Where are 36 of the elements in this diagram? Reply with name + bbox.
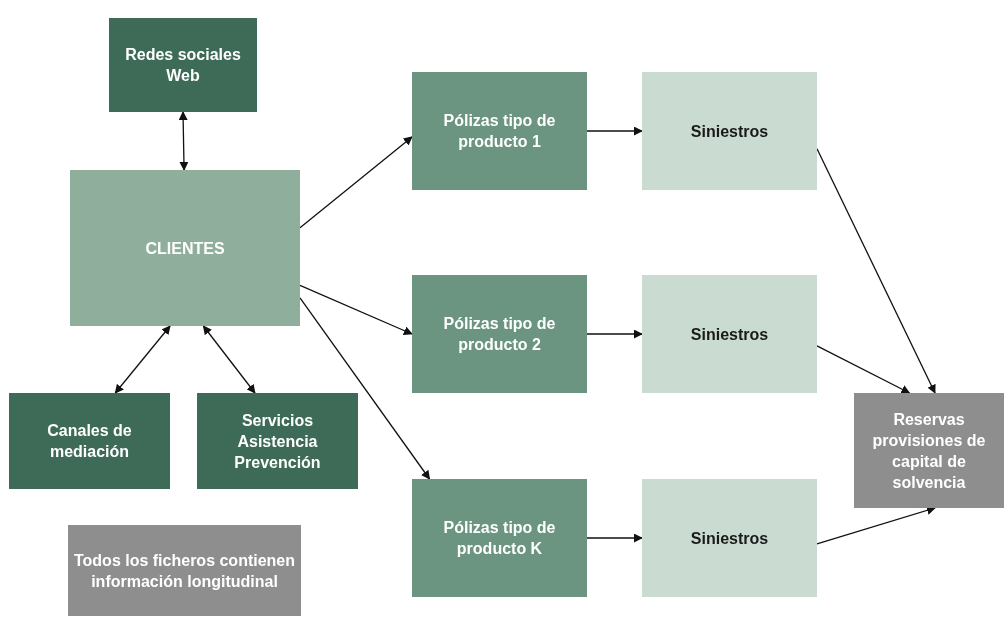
process-box <box>642 479 817 597</box>
box-label: Todos los ficheros contienen información longitudinal <box>72 550 297 592</box>
process-box <box>412 479 587 597</box>
arrow <box>299 284 413 335</box>
box-label: Pólizas tipo de producto 2 <box>442 314 557 355</box>
note-box <box>68 525 301 616</box>
process-box <box>854 393 1004 508</box>
arrow <box>178 111 189 171</box>
box-label: CLIENTES <box>145 238 225 259</box>
process-box <box>197 393 358 489</box>
process-box <box>412 275 587 393</box>
arrow <box>299 136 413 229</box>
process-box <box>412 72 587 190</box>
box-label: Servicios Asistencia Prevención <box>233 410 322 473</box>
process-box <box>70 170 300 326</box>
box-label: Redes sociales Web <box>124 45 242 86</box>
box-label: Siniestros <box>690 121 769 142</box>
box-label: Pólizas tipo de producto 1 <box>442 111 557 152</box>
arrow <box>816 345 911 394</box>
box-label: Siniestros <box>690 324 769 345</box>
process-box <box>642 72 817 190</box>
process-box <box>109 18 257 112</box>
box-label: Pólizas tipo de producto K <box>442 518 557 559</box>
box-label: Siniestros <box>690 528 769 549</box>
arrow <box>816 148 936 394</box>
arrow <box>299 297 431 480</box>
process-box <box>9 393 170 489</box>
arrow <box>586 533 643 543</box>
arrow <box>202 325 256 394</box>
box-label: Canales de mediación <box>46 421 133 462</box>
arrow <box>586 126 643 136</box>
arrow <box>114 325 171 394</box>
arrow <box>586 329 643 339</box>
box-label: Reservas provisiones de capital de solvencia <box>871 409 987 493</box>
arrow <box>816 506 936 545</box>
process-box <box>642 275 817 393</box>
